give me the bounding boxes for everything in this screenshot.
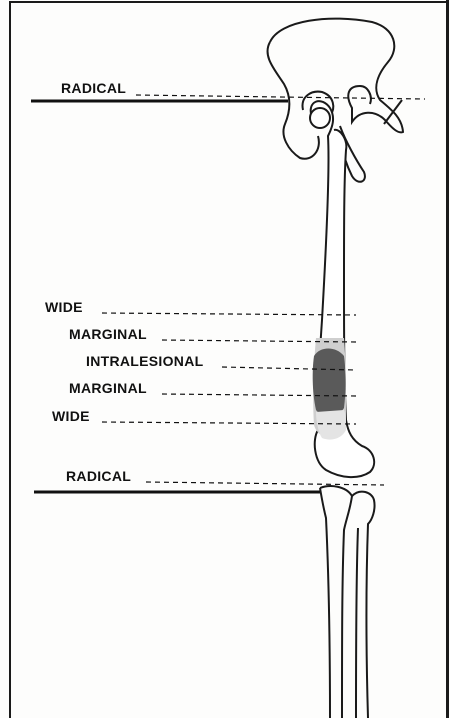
wide-top-dashed-line [102, 313, 356, 315]
label-wide-top: WIDE [45, 299, 83, 315]
lesion [313, 349, 346, 416]
femur [310, 101, 374, 477]
label-radical-top: RADICAL [61, 80, 126, 96]
tibia-fibula [320, 486, 375, 718]
radical-top-dashed-line [136, 95, 425, 99]
label-marginal-bottom: MARGINAL [69, 380, 147, 396]
label-radical-bottom: RADICAL [66, 468, 131, 484]
label-marginal-top: MARGINAL [69, 326, 147, 342]
label-wide-bottom: WIDE [52, 408, 90, 424]
radical-bottom-dashed-line [146, 482, 384, 485]
label-intralesional: INTRALESIONAL [86, 353, 203, 369]
